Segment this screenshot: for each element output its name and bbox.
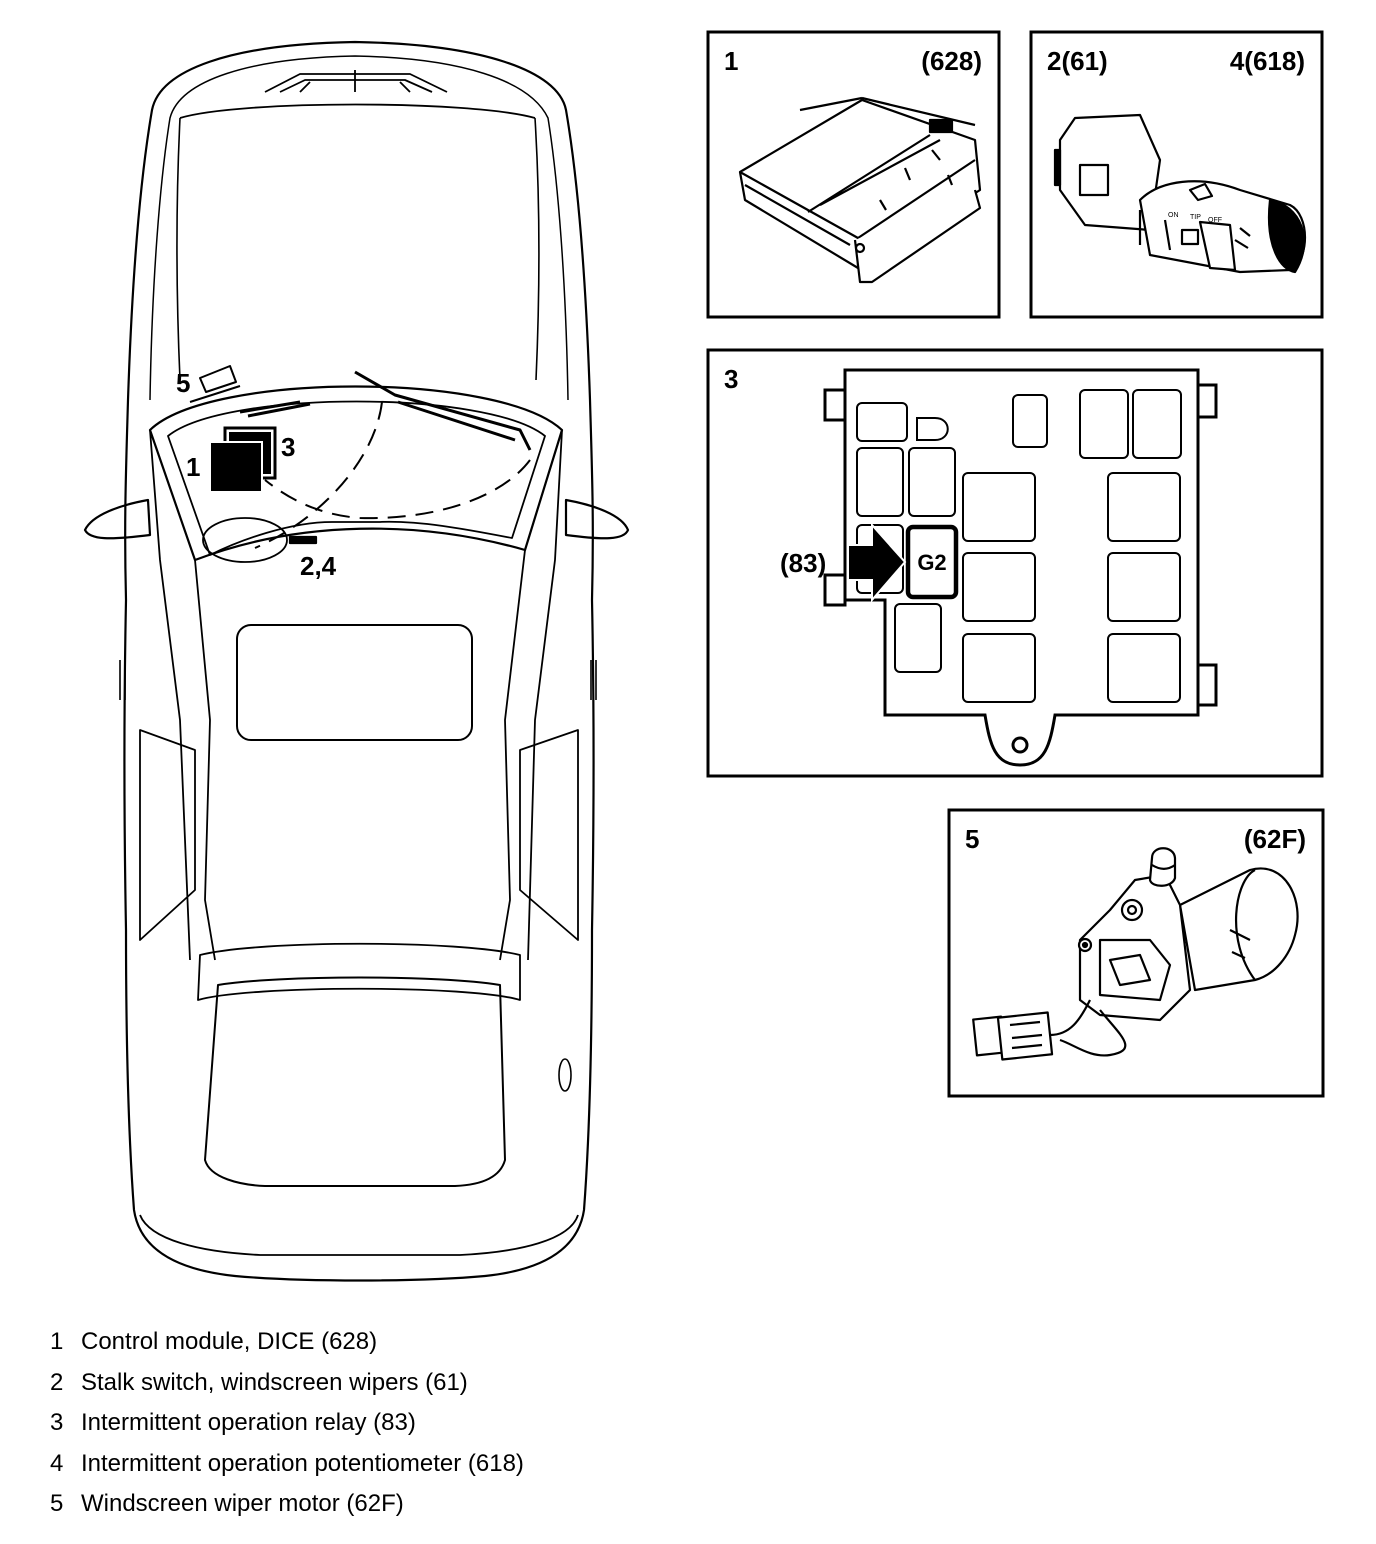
legend-number: 4 [50, 1449, 64, 1477]
panel-3-frame [706, 348, 1324, 778]
switch-label-off: OFF [1208, 217, 1222, 224]
relay-slot-g2-label: G2 [917, 550, 946, 575]
control-module-marker [209, 441, 263, 493]
boot-lid [204, 976, 506, 1187]
bonnet-front-edge [179, 103, 536, 119]
panel-2-right-label: 4(618) [1230, 46, 1305, 76]
bonnet-crease-left [176, 117, 181, 381]
windscreen-frame [148, 385, 564, 562]
body-inner-line [149, 55, 569, 401]
legend-item: 3 Intermittent operation relay (83) [50, 1403, 524, 1444]
panel-wiper-motor: 5 (62F) [947, 808, 1325, 1098]
side-window-right [519, 729, 579, 941]
callout-2-4: 2,4 [300, 551, 337, 581]
panel-5-code: (62F) [1244, 824, 1306, 854]
panel-5-number: 5 [965, 824, 979, 854]
stalk-switch-marker [288, 535, 318, 545]
bonnet-crease-right [534, 117, 540, 381]
panel-2-frame [1029, 30, 1324, 319]
wiper-sweep-arc [254, 401, 531, 549]
front-grille [264, 70, 448, 93]
panel-relay-box: 3 G2 ( [706, 348, 1324, 778]
fuel-cap [558, 1058, 572, 1092]
legend-text: Intermittent operation potentiometer (61… [81, 1449, 524, 1477]
car-body-outline [123, 40, 595, 1282]
legend-number: 2 [50, 1368, 64, 1396]
callout-3: 3 [281, 432, 295, 462]
panel-1-code: (628) [921, 46, 982, 76]
wiper-motor-illustration [972, 847, 1299, 1061]
steering-wheel-outline [202, 517, 288, 563]
panel-2-left-label: 2(61) [1047, 46, 1108, 76]
cabin-right-pillar [499, 429, 563, 961]
panel-stalk-switch: 2(61) 4(618) ON TIP OFF [1029, 30, 1324, 319]
legend-number: 1 [50, 1328, 64, 1355]
callout-5: 5 [176, 368, 190, 398]
mirror-left [83, 498, 152, 540]
legend-item: 2 Stalk switch, windscreen wipers (61) [50, 1363, 524, 1404]
side-window-left [139, 729, 196, 941]
panel-3-number: 3 [724, 364, 738, 394]
relay-pointer-arrow [847, 522, 907, 603]
car-top-view [83, 40, 630, 1282]
rear-window [197, 942, 521, 1001]
door-handle-left [119, 660, 126, 700]
relay-code-label: (83) [780, 548, 826, 578]
relay-slot-g2 [905, 524, 959, 600]
door-handle-right [590, 660, 597, 700]
panel-control-module: 1 (628) [706, 30, 1001, 319]
legend-number: 3 [50, 1409, 64, 1436]
legend-number: 5 [50, 1490, 64, 1517]
switch-label-tip: TIP [1190, 214, 1201, 221]
legend-item: 4 Intermittent operation potentiometer (6… [50, 1444, 524, 1485]
legend-text: Intermittent operation relay (83) [81, 1409, 416, 1436]
switch-label-on: ON [1168, 212, 1179, 219]
wiper-arm-right [354, 370, 532, 451]
legend-item: 1 Control module, DICE (628) [50, 1322, 524, 1363]
legend-text: Stalk switch, windscreen wipers (61) [81, 1368, 468, 1396]
control-module-illustration [738, 96, 982, 284]
wiper-motor-marker [189, 365, 241, 403]
panel-1-number: 1 [724, 46, 738, 76]
legend-text: Windscreen wiper motor (62F) [81, 1490, 404, 1517]
mirror-right [564, 498, 630, 540]
panel-5-frame [947, 808, 1325, 1098]
wiper-arm-left [239, 400, 311, 418]
legend-text: Control module, DICE (628) [81, 1328, 378, 1355]
panel-1-frame [706, 30, 1001, 319]
cabin-left-pillar [149, 429, 216, 961]
legend-item: 5 Windscreen wiper motor (62F) [50, 1484, 524, 1525]
rear-bumper [139, 1214, 579, 1256]
sunroof [236, 624, 473, 741]
stalk-switch-illustration [1053, 113, 1307, 274]
component-legend: 1 Control module, DICE (628) 2 Stalk switc… [50, 1322, 524, 1525]
callout-1: 1 [186, 452, 200, 482]
